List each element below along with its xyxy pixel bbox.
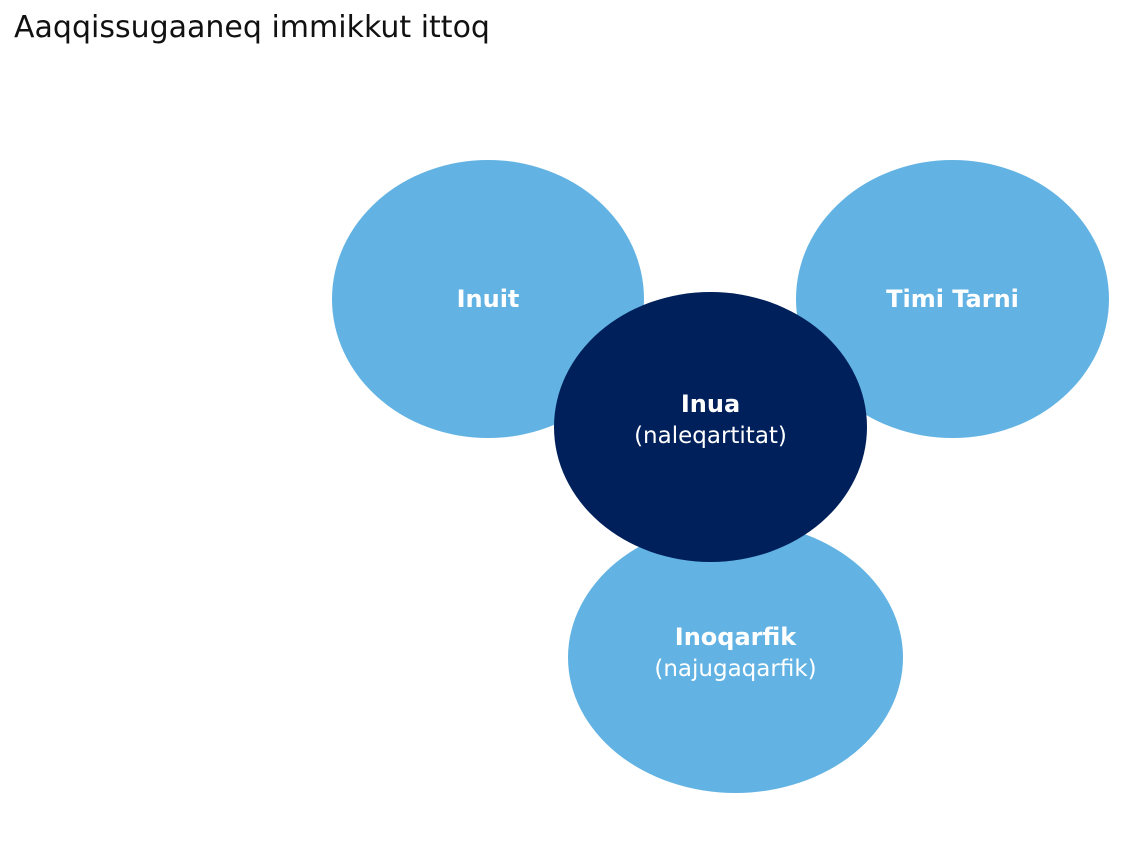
node-inoqarfik: Inoqarfik (najugaqarfik) (568, 522, 903, 793)
node-inua: Inua (naleqartitat) (554, 292, 867, 562)
node-inuit: Inuit (332, 160, 644, 438)
node-label: Inua (680, 390, 741, 418)
node-label: Inuit (456, 285, 520, 313)
node-label: Timi Tarni (886, 285, 1019, 313)
page-title: Aaqqissugaaneq immikkut ittoq (14, 10, 490, 45)
node-sublabel: (najugaqarfik) (654, 655, 817, 682)
node-label: Inoqarfik (674, 622, 797, 651)
node-sublabel: (naleqartitat) (634, 423, 787, 449)
